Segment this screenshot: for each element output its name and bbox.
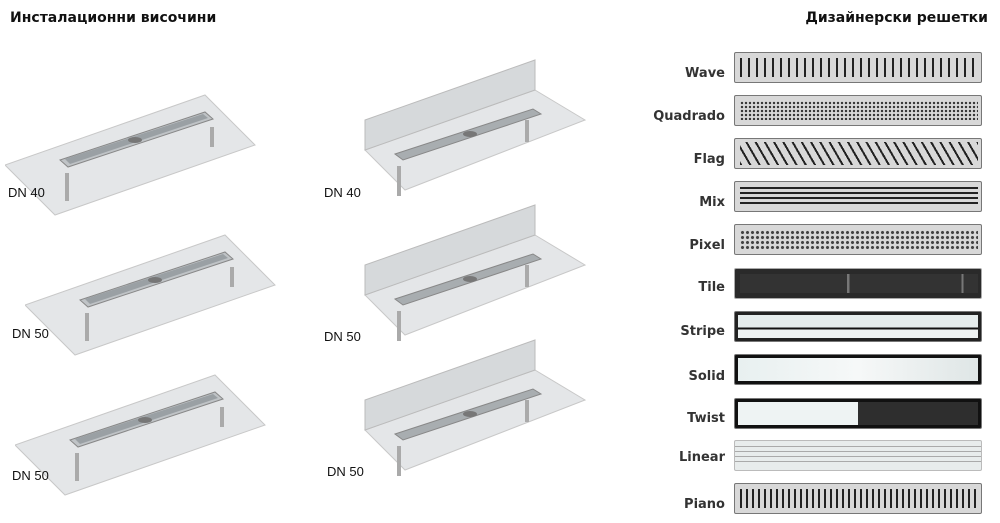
grate-wave[interactable] xyxy=(734,52,982,83)
designer-grates-heading: Дизайнерски решетки xyxy=(805,10,988,26)
grate-label-linear: Linear xyxy=(679,450,725,465)
grate-flag[interactable] xyxy=(734,138,982,169)
grate-linear[interactable] xyxy=(734,440,982,471)
grate-label-twist: Twist xyxy=(687,411,725,426)
grate-label-tile: Tile xyxy=(698,280,725,295)
drain-label: DN 40 xyxy=(324,185,361,200)
drain-label: DN 50 xyxy=(12,468,49,483)
drain-label: DN 40 xyxy=(8,185,45,200)
grate-mix[interactable] xyxy=(734,181,982,212)
wall-drain-dn50-low-image xyxy=(364,339,586,477)
grate-label-solid: Solid xyxy=(688,369,725,384)
grate-tile[interactable] xyxy=(734,268,982,299)
grate-label-quadrado: Quadrado xyxy=(653,109,725,124)
grate-twist[interactable] xyxy=(734,398,982,429)
grate-label-stripe: Stripe xyxy=(680,324,725,339)
drain-label: DN 50 xyxy=(327,464,364,479)
grate-label-flag: Flag xyxy=(693,152,725,167)
drain-label: DN 50 xyxy=(324,329,361,344)
grate-stripe[interactable] xyxy=(734,311,982,342)
grate-label-wave: Wave xyxy=(685,66,725,81)
floor-drain-dn50-low-image xyxy=(15,374,266,496)
grate-solid[interactable] xyxy=(734,354,982,385)
grate-piano[interactable] xyxy=(734,483,982,514)
grate-label-mix: Mix xyxy=(699,195,725,210)
grate-label-piano: Piano xyxy=(684,497,725,512)
drain-label: DN 50 xyxy=(12,326,49,341)
grate-pixel[interactable] xyxy=(734,224,982,255)
installation-heights-heading: Инсталационни височини xyxy=(10,10,217,26)
grate-label-pixel: Pixel xyxy=(689,238,725,253)
grate-quadrado[interactable] xyxy=(734,95,982,126)
